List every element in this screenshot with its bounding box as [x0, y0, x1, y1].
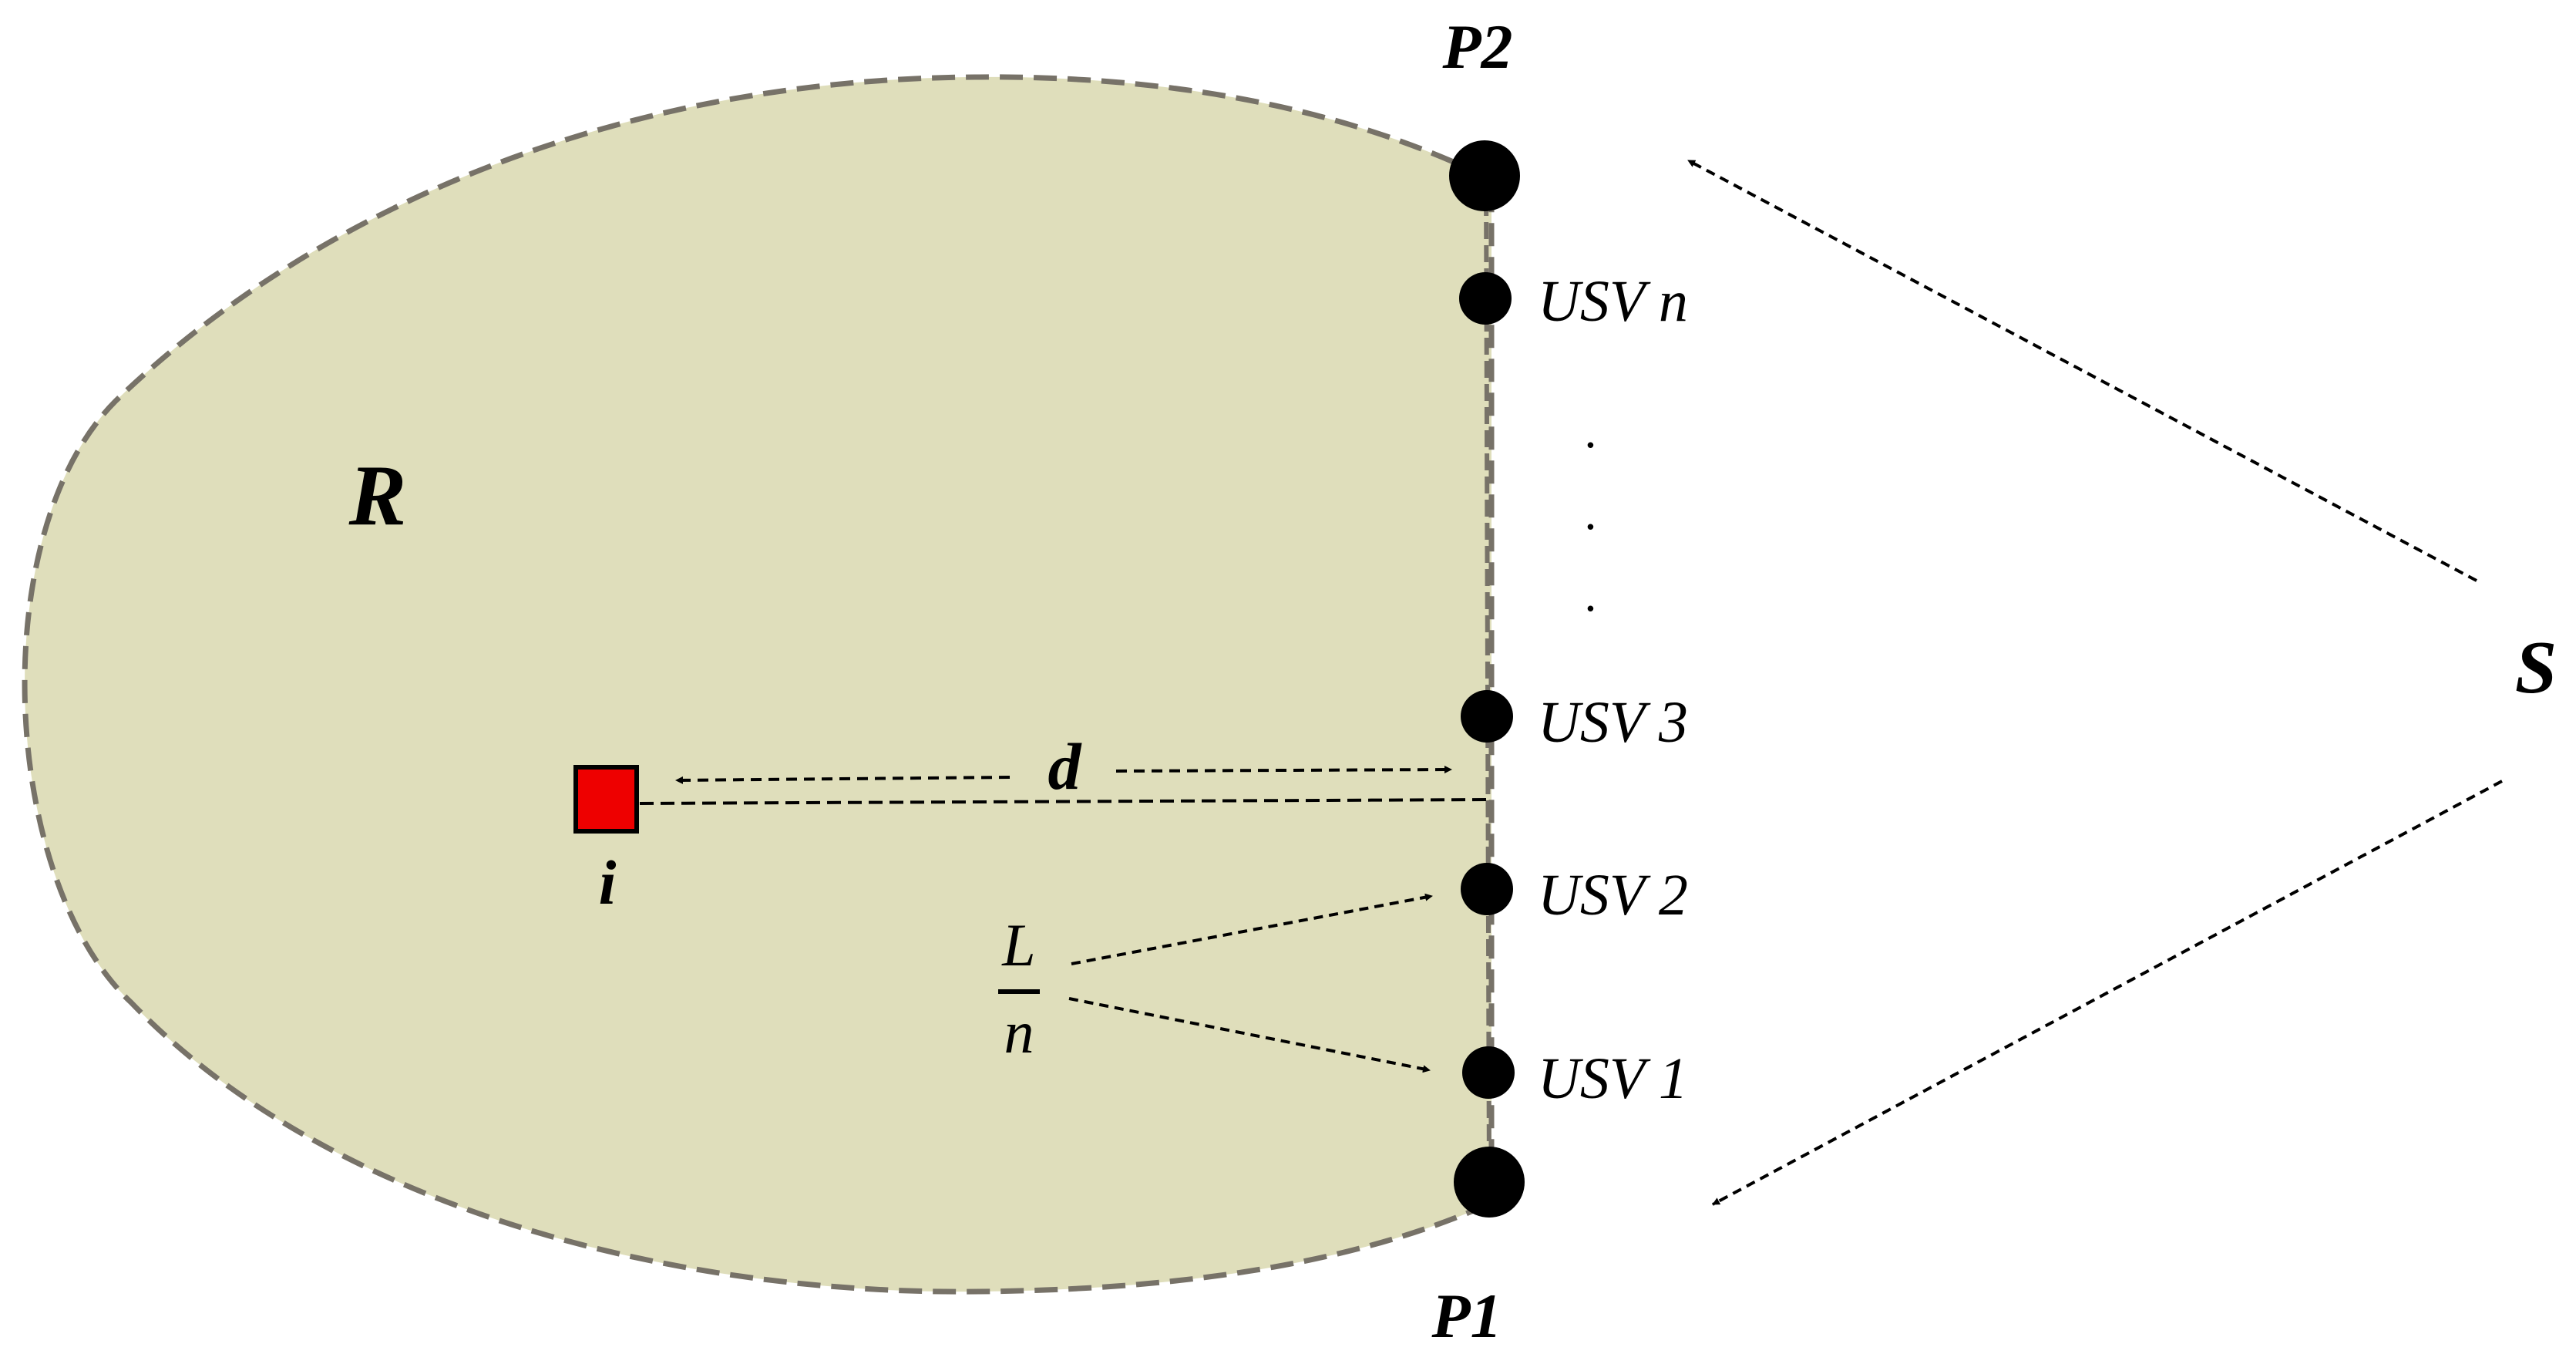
usv-n-label: USV n: [1538, 269, 1688, 334]
usv-3-marker-icon: [1461, 690, 1513, 743]
source-s-label: S: [2515, 626, 2558, 709]
usv-3-label: USV 3: [1538, 690, 1688, 755]
target-i-label: i: [599, 847, 617, 918]
usv-n-marker-icon: [1459, 272, 1512, 325]
region-r-label: R: [348, 448, 407, 544]
usv-2-label: USV 2: [1538, 863, 1688, 928]
distance-arrow-left: [675, 776, 1011, 784]
usv-1-label: USV 1: [1538, 1046, 1688, 1111]
usv-1-marker-icon: [1462, 1046, 1515, 1099]
source-arrow-p2: [1687, 159, 2477, 582]
ellipsis-dot: .: [1586, 485, 1598, 540]
ellipsis-dot: .: [1586, 403, 1598, 458]
source-arrow-p1: [1712, 780, 2503, 1206]
distance-arrow-right: [1115, 766, 1452, 774]
distance-d-label: d: [1048, 729, 1083, 803]
p1-endpoint-icon: [1454, 1147, 1525, 1218]
ellipsis-dot: .: [1586, 567, 1598, 621]
target-square-icon: [573, 765, 639, 834]
p2-endpoint-icon: [1449, 140, 1520, 211]
p1-label: P1: [1431, 1281, 1502, 1351]
spacing-numerator-label: L: [1001, 911, 1035, 978]
region-r-area: [22, 74, 1495, 1295]
barrier-line: [1484, 175, 1491, 1184]
spacing-denominator-label: n: [1004, 999, 1034, 1066]
target-reference-line: [639, 798, 1487, 805]
p2-label: P2: [1441, 12, 1512, 82]
usv-2-marker-icon: [1461, 863, 1513, 915]
